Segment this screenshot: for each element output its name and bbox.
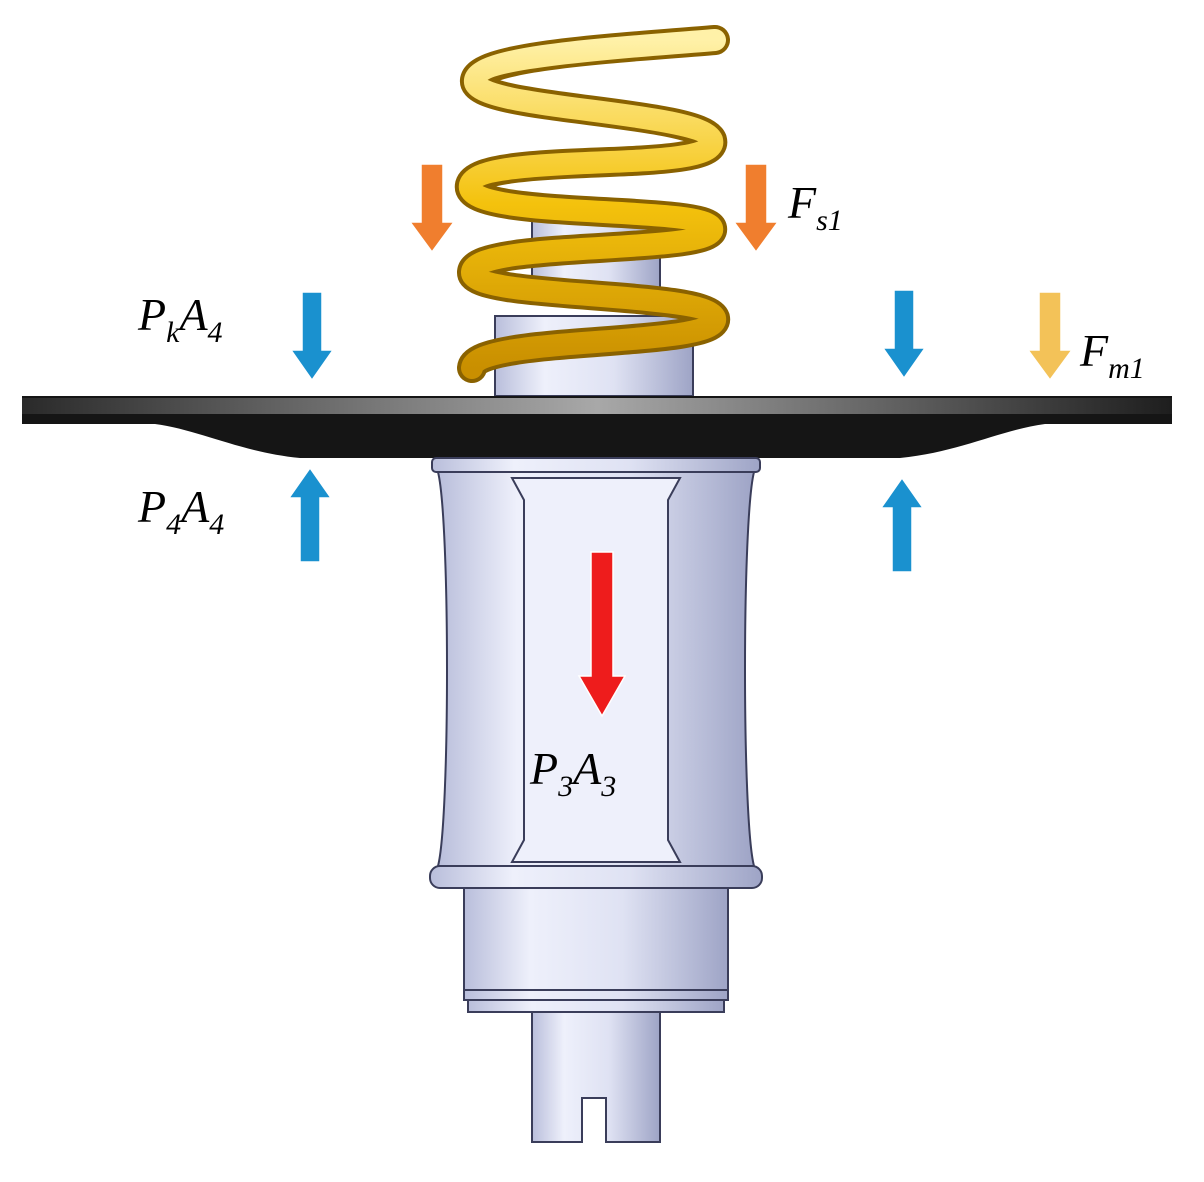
fm1-arrow	[1026, 291, 1074, 382]
fs1-arrow-right	[732, 163, 780, 254]
diaphragm-disc-icon	[22, 396, 1172, 458]
force-arrows	[287, 163, 1074, 718]
label-fs1: Fs1	[788, 177, 843, 237]
coil-spring-icon	[455, 25, 730, 383]
pk-a4-arrow-right	[881, 289, 927, 380]
p4-a4-arrow-right	[879, 476, 925, 573]
label-pk-a4: PkA4	[138, 289, 223, 349]
fs1-arrow-left	[408, 163, 456, 254]
label-fm1: Fm1	[1080, 325, 1145, 385]
p3-a3-arrow	[577, 551, 627, 718]
label-p3-a3: P3A3	[530, 743, 617, 803]
p4-a4-arrow-left	[287, 466, 333, 563]
label-p4-a4: P4A4	[138, 481, 225, 541]
pk-a4-arrow-left	[289, 291, 335, 382]
